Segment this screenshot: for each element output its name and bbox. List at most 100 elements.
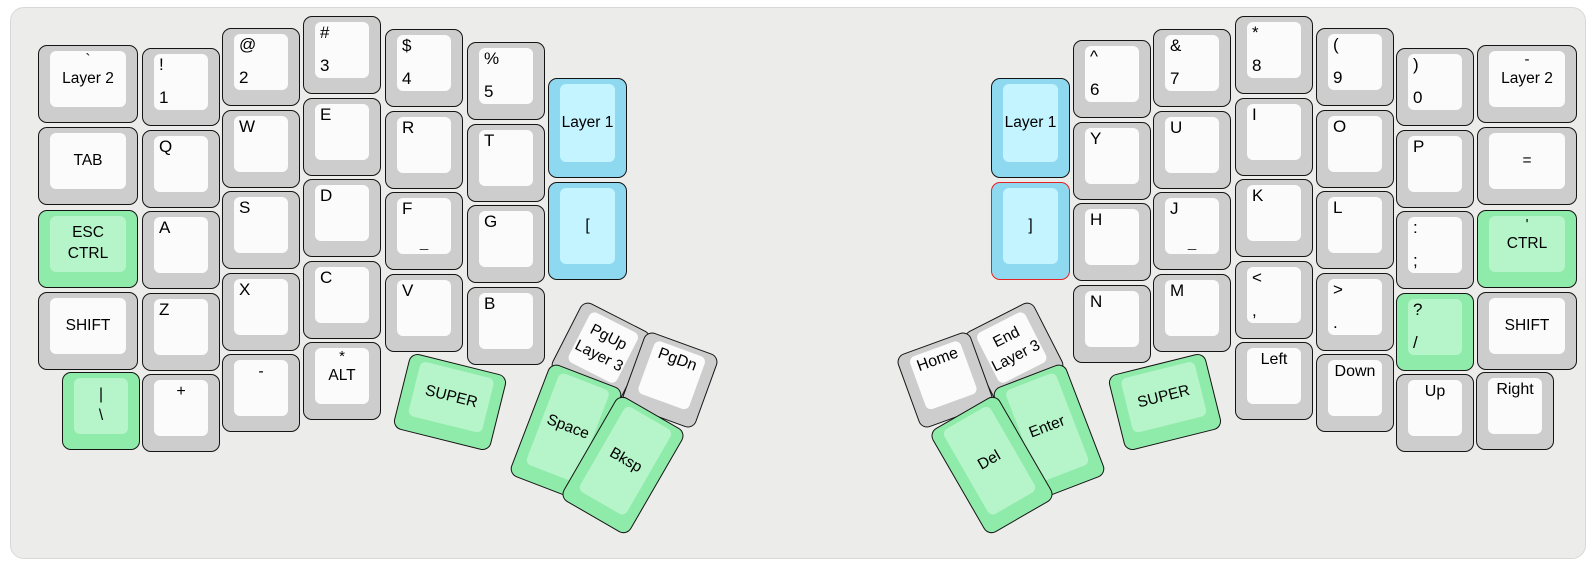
key-s[interactable]: S bbox=[222, 191, 300, 269]
key-i[interactable]: I bbox=[1235, 98, 1313, 176]
key-tab[interactable]: TAB bbox=[38, 127, 138, 205]
key-z[interactable]: Z bbox=[142, 293, 220, 371]
key-r[interactable]: R bbox=[385, 111, 463, 189]
key-caret-6[interactable]: ^6 bbox=[1073, 40, 1151, 118]
key-label: D bbox=[320, 186, 333, 205]
key-label: Right bbox=[1496, 381, 1534, 398]
key-labels: X bbox=[234, 279, 288, 335]
keycap-top-surface: -Layer 2 bbox=[1489, 51, 1565, 107]
keycap-top-surface: >. bbox=[1328, 279, 1382, 335]
key-labels: TAB bbox=[50, 133, 126, 189]
key-label: E bbox=[320, 105, 332, 124]
key-rbracket[interactable]: ] bbox=[991, 182, 1070, 280]
key-k[interactable]: K bbox=[1235, 179, 1313, 257]
keycap-top-surface: %5 bbox=[479, 48, 533, 104]
key-l[interactable]: L bbox=[1316, 191, 1394, 269]
key-down[interactable]: Down bbox=[1316, 354, 1394, 432]
key-u[interactable]: U bbox=[1153, 111, 1231, 189]
key-m[interactable]: M bbox=[1153, 274, 1231, 352]
key-lt-comma[interactable]: <, bbox=[1235, 261, 1313, 339]
keycap-top-surface: M bbox=[1165, 280, 1219, 336]
key-e[interactable]: E bbox=[303, 98, 381, 176]
key-shift-left[interactable]: SHIFT bbox=[38, 292, 138, 370]
key-up[interactable]: Up bbox=[1396, 374, 1474, 452]
key-w[interactable]: W bbox=[222, 110, 300, 188]
key-amp-7[interactable]: &7 bbox=[1153, 29, 1231, 107]
key-g[interactable]: G bbox=[467, 205, 545, 283]
key-f[interactable]: F_ bbox=[385, 192, 463, 270]
key-dollar-4[interactable]: $4 bbox=[385, 29, 463, 107]
key-o[interactable]: O bbox=[1316, 110, 1394, 188]
key-label: T bbox=[484, 131, 495, 150]
key-label: X bbox=[239, 280, 251, 299]
key-plus[interactable]: + bbox=[142, 374, 220, 452]
key-h[interactable]: H bbox=[1073, 203, 1151, 281]
key-right[interactable]: Right bbox=[1476, 372, 1554, 450]
key-shifted-legend: - bbox=[1524, 51, 1530, 68]
key-minus[interactable]: - bbox=[222, 354, 300, 432]
key-labels: R bbox=[397, 117, 451, 173]
key-star-alt[interactable]: *ALT bbox=[303, 342, 381, 420]
key-label: 7 bbox=[1170, 69, 1180, 89]
key-c[interactable]: C bbox=[303, 261, 381, 339]
keycap-top-surface: Layer 1 bbox=[1003, 84, 1058, 162]
key-x[interactable]: X bbox=[222, 273, 300, 351]
key-t[interactable]: T bbox=[467, 124, 545, 202]
key-left[interactable]: Left bbox=[1235, 342, 1313, 420]
key-quote-ctrl[interactable]: 'CTRL bbox=[1477, 210, 1577, 288]
key-b[interactable]: B bbox=[467, 287, 545, 365]
key-label: SUPER bbox=[423, 381, 480, 411]
key-layer1-left[interactable]: Layer 1 bbox=[548, 78, 627, 178]
key-lbracket[interactable]: [ bbox=[548, 182, 627, 280]
key-question-slash[interactable]: ?/ bbox=[1396, 293, 1474, 371]
key-y[interactable]: Y bbox=[1073, 122, 1151, 200]
key-labels: N bbox=[1085, 291, 1139, 347]
key-labels: U bbox=[1165, 117, 1219, 173]
key-labels: Layer 2 bbox=[50, 51, 126, 107]
key-hash-3[interactable]: #3 bbox=[303, 16, 381, 94]
key-percent-5[interactable]: %5 bbox=[467, 42, 545, 120]
key-q[interactable]: Q bbox=[142, 130, 220, 208]
keycap-top-surface: PgDn bbox=[636, 339, 707, 411]
key-j[interactable]: J_ bbox=[1153, 192, 1231, 270]
key-gt-period[interactable]: >. bbox=[1316, 273, 1394, 351]
key-at-2[interactable]: @2 bbox=[222, 28, 300, 106]
key-labels: |\ bbox=[74, 378, 128, 434]
key-paren-9[interactable]: (9 bbox=[1316, 28, 1394, 106]
key-a[interactable]: A bbox=[142, 211, 220, 289]
key-labels: Down bbox=[1328, 360, 1382, 416]
key-colon-semicolon[interactable]: :; bbox=[1396, 211, 1474, 289]
keycap-top-surface: H bbox=[1085, 209, 1139, 265]
key-label: I bbox=[1252, 105, 1257, 124]
key-labels: Layer 2 bbox=[1489, 51, 1565, 107]
key-minus-layer2[interactable]: -Layer 2 bbox=[1477, 45, 1577, 123]
keycap-top-surface: E bbox=[315, 104, 369, 160]
key-shift-right[interactable]: SHIFT bbox=[1477, 292, 1577, 370]
key-labels: CTRL bbox=[1489, 216, 1565, 272]
keycap-top-surface: X bbox=[234, 279, 288, 335]
key-grave-layer2[interactable]: `Layer 2 bbox=[38, 45, 138, 123]
key-labels: Y bbox=[1085, 128, 1139, 184]
keycap-top-surface: SUPER bbox=[407, 360, 495, 434]
key-equals[interactable]: = bbox=[1477, 127, 1577, 205]
key-label: * bbox=[1252, 23, 1259, 42]
key-label: & bbox=[1170, 36, 1182, 55]
key-layer1-right[interactable]: Layer 1 bbox=[991, 78, 1070, 178]
key-p[interactable]: P bbox=[1396, 130, 1474, 208]
key-star-8[interactable]: *8 bbox=[1235, 16, 1313, 94]
key-labels: $4 bbox=[397, 35, 451, 91]
key-label: 1 bbox=[159, 88, 169, 108]
key-paren-0[interactable]: )0 bbox=[1396, 48, 1474, 126]
key-d[interactable]: D bbox=[303, 179, 381, 257]
key-exclam-1[interactable]: !1 bbox=[142, 48, 220, 126]
key-labels: (9 bbox=[1328, 34, 1382, 90]
key-pipe-backslash[interactable]: |\ bbox=[62, 372, 140, 450]
key-labels: B bbox=[479, 293, 533, 349]
key-labels: PgDn bbox=[637, 340, 707, 411]
key-n[interactable]: N bbox=[1073, 285, 1151, 363]
key-labels: W bbox=[234, 116, 288, 172]
keycap-top-surface: ^6 bbox=[1085, 46, 1139, 102]
key-v[interactable]: V bbox=[385, 274, 463, 352]
